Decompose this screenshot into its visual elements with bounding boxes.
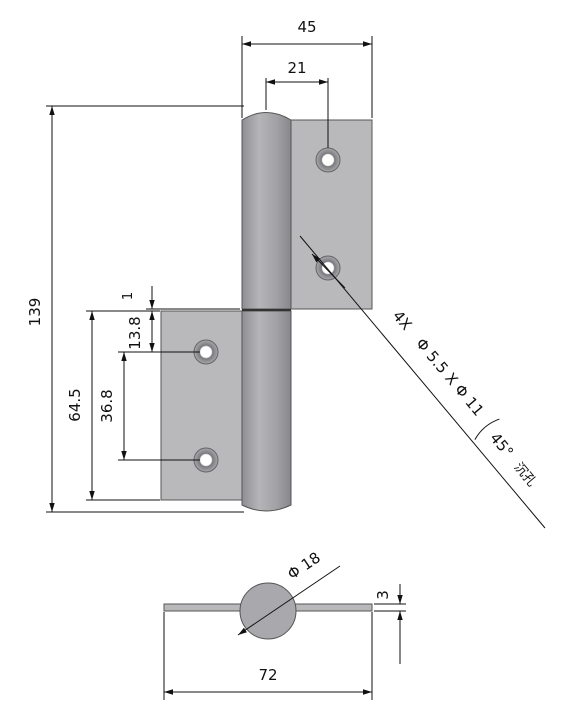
section-barrel: [239, 582, 297, 640]
dim-lower-leaf-height: 64.5: [66, 388, 84, 421]
section-leaf-right: [293, 603, 373, 612]
dim-pin-diameter: Φ 18: [284, 548, 324, 583]
barrel-lower: [241, 310, 292, 512]
note-paren: [474, 418, 500, 440]
barrel-upper: [241, 112, 292, 310]
hole-note-prefix: 4X: [389, 307, 416, 334]
dim-total-height: 139: [26, 298, 44, 327]
dim-leaf-thickness: 3: [374, 590, 392, 600]
hole-note-angle: 45°: [486, 429, 517, 461]
dim-gap: 1: [121, 292, 136, 300]
hole-upper-1: [315, 147, 341, 173]
dim-pin-offset: 21: [287, 59, 306, 77]
hole-note-suffix: 沉孔: [511, 460, 539, 490]
dim-top-width: 45: [297, 18, 316, 36]
hole-note-bore: Φ 5.5 X Φ 11: [412, 335, 487, 420]
hole-note: 4X Φ 5.5 X Φ 11 45° 沉孔: [389, 307, 539, 490]
dim-hole-spacing: 36.8: [98, 389, 116, 422]
section-leaf-left: [163, 603, 245, 612]
dim-hole-offset: 13.8: [126, 316, 144, 349]
dim-total-width: 72: [258, 666, 277, 684]
